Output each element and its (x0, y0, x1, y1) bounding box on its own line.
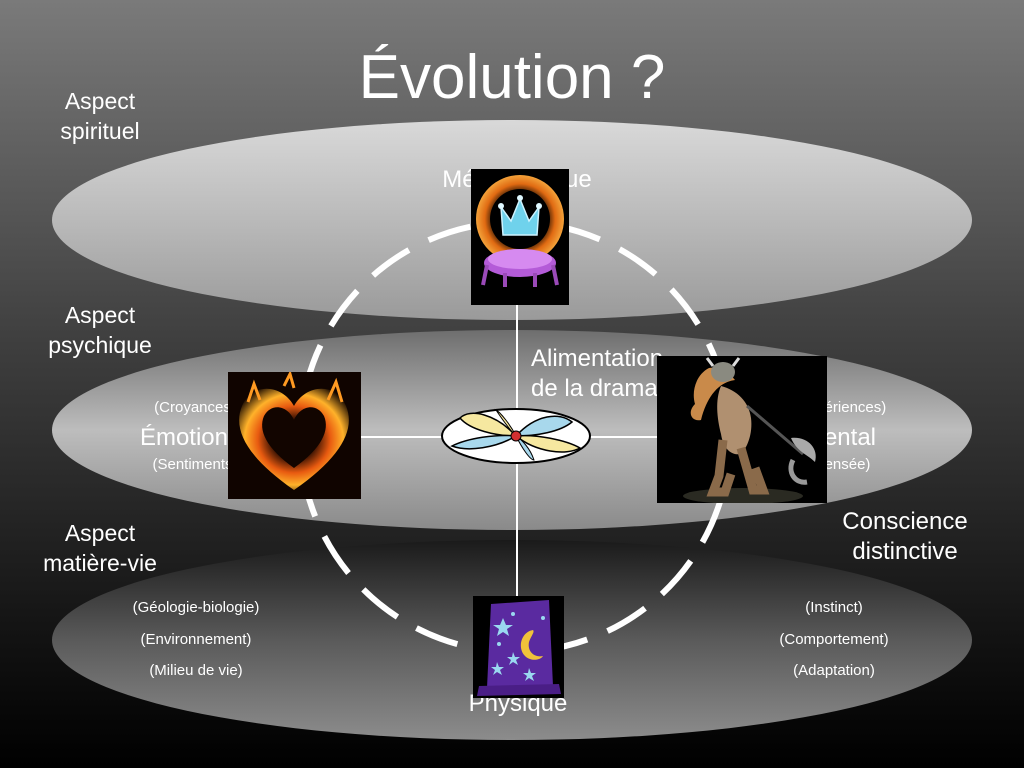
crown-on-cushion-icon (471, 169, 569, 305)
node-left-below: (Sentiments) (152, 456, 238, 473)
list-item: (Comportement) (779, 630, 889, 648)
list-item: (Géologie-biologie) (132, 599, 260, 616)
wizard-hat-icon (473, 596, 564, 698)
list-item: (Adaptation) (793, 662, 875, 679)
list-item: (Milieu de vie) (149, 662, 243, 679)
propeller-icon (441, 408, 591, 464)
matter-right-list: (Instinct) (Comportement) (Adaptation) (744, 592, 924, 687)
page-title: Évolution ? (358, 43, 666, 112)
matter-left-list: (Géologie-biologie) (Environnement) (Mil… (96, 592, 296, 687)
list-item: (Instinct) (805, 599, 863, 616)
flaming-heart-icon (228, 372, 361, 499)
viking-warrior-icon (657, 356, 827, 503)
node-left-above: (Croyances) (154, 399, 236, 416)
list-item: (Environnement) (140, 630, 252, 648)
